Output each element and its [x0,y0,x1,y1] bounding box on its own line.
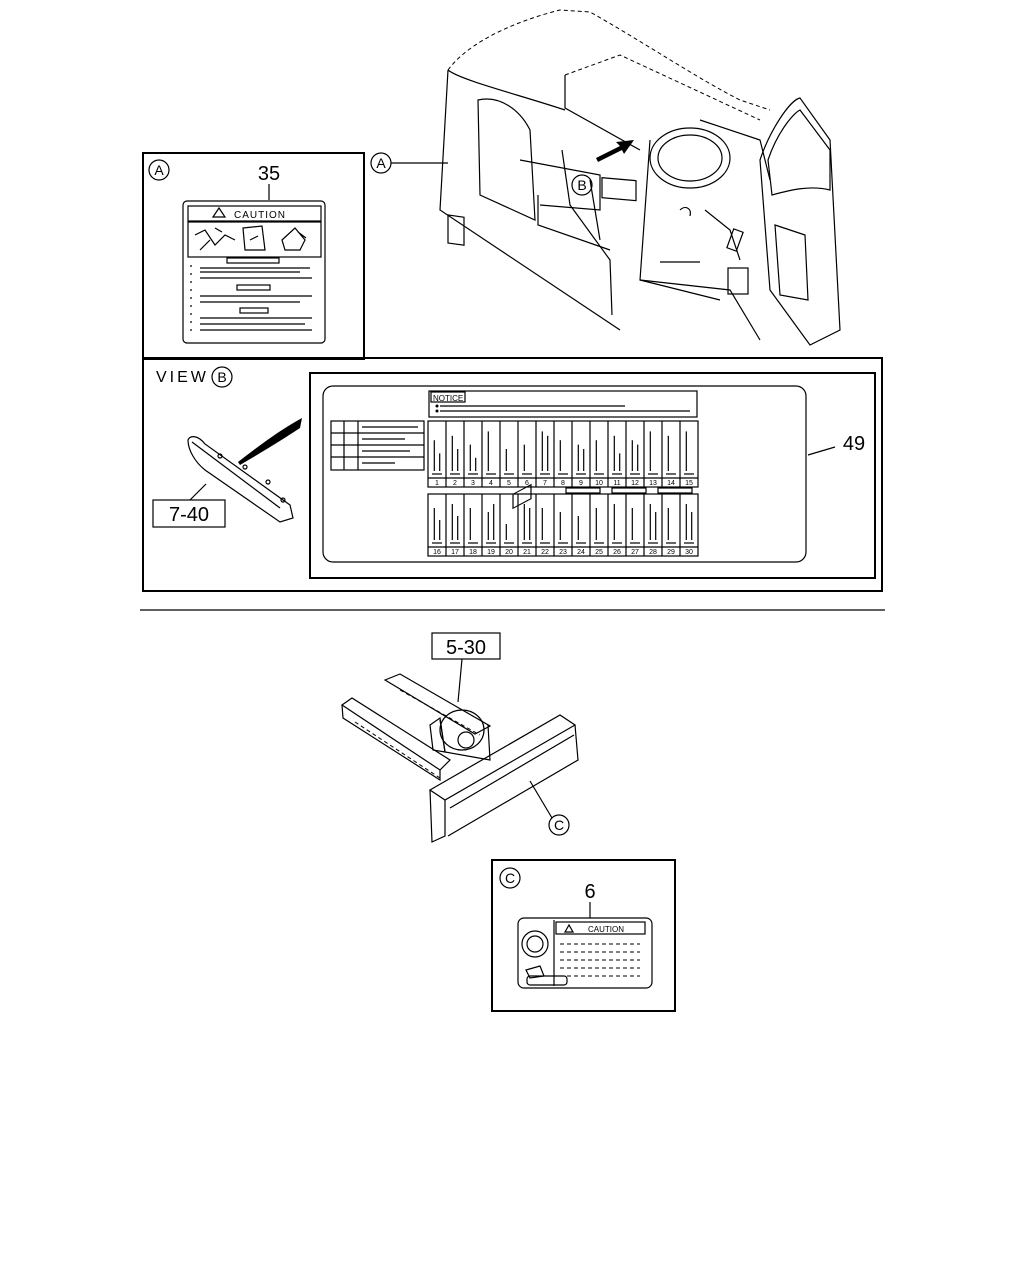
caution-text-35: CAUTION [234,210,286,221]
column-label: 1 [435,480,439,487]
callout-c-frame-letter: C [554,817,564,833]
ref-box-7-40 [152,499,226,528]
column-label: 27 [631,549,639,556]
callout-a-cab: A [370,152,448,174]
part-number-6: 6 [584,881,595,903]
detail-c-box: C 6 CAUTION [491,859,676,1012]
callout-b-cab-letter: B [577,177,586,193]
column-label: 17 [451,549,459,556]
ref-5-30-text: 5-30 [446,637,486,659]
column-label: 7 [543,480,547,487]
part-number-49: 49 [843,433,865,455]
view-b-letter: B [217,369,226,385]
view-label: VIEW [156,369,209,386]
column-label: 5 [507,480,511,487]
column-label: 11 [613,480,620,487]
column-label: 30 [685,549,693,556]
callout-a-cab-letter: A [376,155,386,171]
frame-illustration: 5-30 C [340,483,579,843]
column-label: 20 [505,549,513,556]
column-label: 25 [595,549,603,556]
panel-7-40 [187,436,294,523]
column-label: 13 [649,480,657,487]
bar-table-top-legend [565,487,693,494]
column-label: 10 [595,480,603,487]
column-label: 3 [471,480,475,487]
caution-label-6 [517,917,653,989]
column-label: 8 [561,480,565,487]
column-label: 24 [577,549,585,556]
ref-7-40-text: 7-40 [169,504,209,526]
part-number-35: 35 [258,163,280,185]
column-label: 21 [523,549,531,556]
column-label: 18 [469,549,477,556]
notice-label-frame [309,372,876,579]
column-label: 26 [613,549,621,556]
column-label: 19 [487,549,495,556]
cab-illustration [439,9,841,346]
notice-text: NOTICE [433,394,463,403]
column-label: 23 [559,549,567,556]
column-label: 15 [685,480,693,487]
column-label: 12 [631,480,639,487]
column-label: 6 [525,480,529,487]
column-label: 22 [541,549,549,556]
column-label: 2 [453,480,457,487]
column-label: 28 [649,549,657,556]
view-b-box: VIEW B 7-40 NOTICE [142,357,883,592]
detail-a-box: A 35 CAUTION [142,152,365,360]
column-label: 9 [579,480,583,487]
ref-box-5-30 [431,632,501,660]
column-label: 29 [667,549,675,556]
detail-a-letter: A [154,162,164,178]
callout-b-cab: B [571,174,593,196]
column-label: 16 [433,549,441,556]
bar-table-bottom: 16 17 18 19 20 21 22 23 24 25 26 27 28 29 30 [427,493,699,557]
column-label: 4 [489,480,493,487]
caution-text-6: CAUTION [588,925,624,934]
column-label: 14 [667,480,675,487]
detail-c-letter: C [505,870,515,886]
